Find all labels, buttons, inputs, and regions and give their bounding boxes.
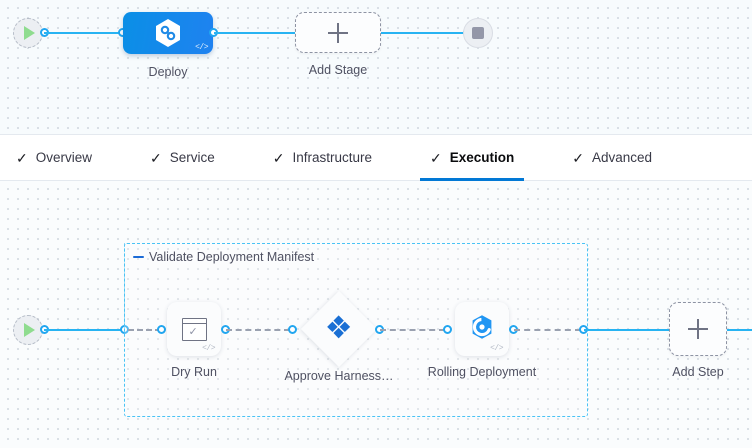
add-stage-node[interactable]: Add Stage <box>295 12 381 77</box>
step-group-header[interactable]: Validate Deployment Manifest <box>133 250 314 264</box>
step-label: Approve Harness… <box>284 369 394 383</box>
add-step-label: Add Step <box>672 365 724 379</box>
minus-icon[interactable] <box>133 256 144 258</box>
link-rolling-groupout <box>514 329 581 331</box>
pipeline-start-node[interactable] <box>13 18 43 48</box>
step-label: Rolling Deployment <box>427 365 537 379</box>
tab-infrastructure[interactable]: ✓ Infrastructure <box>257 135 388 181</box>
tab-label: Advanced <box>592 150 653 165</box>
stop-icon <box>463 18 493 48</box>
link-approve-rolling <box>380 329 445 331</box>
check-icon: ✓ <box>150 149 162 166</box>
check-icon: ✓ <box>16 149 28 166</box>
port-approve-in[interactable] <box>288 325 297 334</box>
check-icon: ✓ <box>572 149 584 166</box>
stage-canvas[interactable]: </> Deploy Add Stage <box>0 0 752 134</box>
link-dryrun-approve <box>226 329 290 331</box>
plus-icon <box>688 319 708 339</box>
check-glyph: ✓ <box>188 325 198 338</box>
play-triangle <box>24 323 35 337</box>
stage-node-deploy[interactable]: </> Deploy <box>123 12 213 79</box>
link-deploy-addstage <box>214 32 300 34</box>
rolling-deployment-icon <box>468 313 496 346</box>
step-box[interactable]: </> <box>455 302 509 356</box>
link-addstage-end <box>381 32 468 34</box>
link-group-dryrun <box>128 329 161 331</box>
stop-square <box>472 27 484 39</box>
tab-service[interactable]: ✓ Service <box>134 135 231 181</box>
check-icon: ✓ <box>430 149 442 166</box>
link-start-deploy <box>44 32 123 34</box>
harness-hexagon-icon <box>154 18 182 48</box>
code-badge-icon: </> <box>202 344 215 353</box>
stage-box[interactable]: </> <box>123 12 213 54</box>
link-group-addstep <box>584 329 669 331</box>
play-icon <box>13 315 43 345</box>
check-icon: ✓ <box>272 149 285 166</box>
tab-execution[interactable]: ✓ Execution <box>414 135 530 181</box>
tab-label: Service <box>169 150 215 165</box>
tab-label: Overview <box>35 150 92 165</box>
plus-icon <box>328 22 348 43</box>
execution-start-node[interactable] <box>13 315 43 345</box>
step-label: Dry Run <box>171 365 217 379</box>
play-triangle <box>24 26 35 40</box>
shell-script-check-icon: ✓ <box>181 317 207 341</box>
play-icon <box>13 18 43 48</box>
step-node-dry-run[interactable]: ✓ </> Dry Run <box>167 302 221 379</box>
code-badge-icon: </> <box>490 344 503 353</box>
harness-approval-icon <box>326 314 352 345</box>
add-step-node[interactable]: Add Step <box>669 302 727 379</box>
tab-label: Infrastructure <box>292 150 373 165</box>
pipeline-end-node[interactable] <box>463 18 493 48</box>
step-node-approve[interactable]: Approve Harness… <box>284 290 394 383</box>
stage-tab-bar: ✓ Overview ✓ Service ✓ Infrastructure ✓ … <box>0 134 752 181</box>
tab-advanced[interactable]: ✓ Advanced <box>556 135 668 181</box>
stage-label: Deploy <box>148 65 188 79</box>
tab-overview[interactable]: ✓ Overview <box>0 135 108 181</box>
step-group-title: Validate Deployment Manifest <box>149 250 315 264</box>
step-diamond[interactable] <box>300 290 378 368</box>
add-step-button[interactable] <box>669 302 727 356</box>
step-box[interactable]: ✓ </> <box>167 302 221 356</box>
link-addstep-next <box>727 329 752 331</box>
add-stage-label: Add Stage <box>308 63 368 77</box>
link-start-group <box>44 329 126 331</box>
execution-canvas[interactable]: Validate Deployment Manifest ✓ </> Dry R… <box>0 181 752 448</box>
port-rolling-in[interactable] <box>443 325 452 334</box>
code-badge-icon: </> <box>195 43 208 52</box>
tab-label: Execution <box>449 150 515 165</box>
add-stage-button[interactable] <box>295 12 381 53</box>
port-dryrun-in[interactable] <box>157 325 166 334</box>
step-node-rolling-deployment[interactable]: </> Rolling Deployment <box>428 302 536 379</box>
